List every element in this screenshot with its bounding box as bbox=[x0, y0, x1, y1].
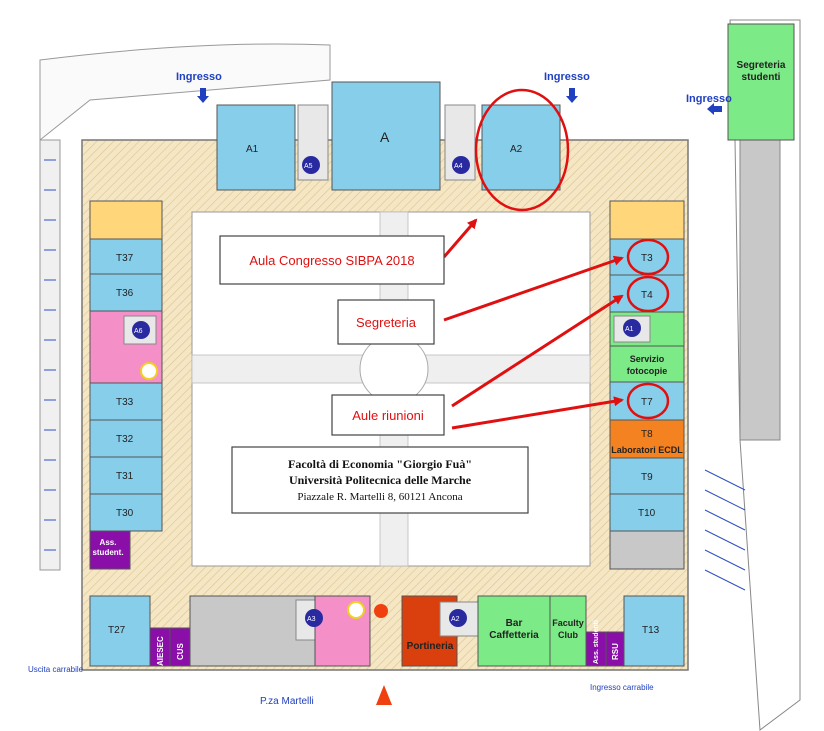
main-entrance-icon bbox=[376, 685, 392, 705]
room-A2 bbox=[481, 104, 561, 191]
entrance-right-label: Ingresso bbox=[686, 93, 732, 105]
room-T10 bbox=[609, 493, 685, 532]
entrance-left-label: Ingresso bbox=[176, 71, 222, 83]
red-highlights bbox=[474, 88, 670, 420]
annotation-boxes bbox=[219, 235, 529, 514]
info-point-icon bbox=[374, 604, 388, 618]
ass-studenti-label: Ass. studenti bbox=[593, 620, 600, 664]
room-A bbox=[331, 81, 441, 191]
room-T33 bbox=[89, 382, 163, 421]
aiesec-label: AIESEC bbox=[156, 636, 165, 666]
cus-label: CUS bbox=[176, 642, 185, 660]
marker-A5-label: A5 bbox=[304, 163, 313, 170]
marker-A1-label: A1 bbox=[625, 326, 634, 333]
room-T36-label: T36 bbox=[116, 288, 134, 299]
room-T30-label: T30 bbox=[116, 508, 134, 519]
room-T33-label: T33 bbox=[116, 397, 134, 408]
room-T4 bbox=[609, 274, 685, 313]
marker-A4-label: A4 bbox=[454, 163, 463, 170]
room-T9-label: T9 bbox=[641, 472, 653, 483]
room-T4-label: T4 bbox=[641, 290, 653, 301]
faculty-name: Facoltà di Economia "Giorgio Fuà" bbox=[288, 457, 472, 471]
portineria-label: Portineria bbox=[407, 641, 454, 652]
square-label: P.za Martelli bbox=[260, 696, 314, 707]
room-A1 bbox=[216, 104, 296, 191]
marker-A2-label: A2 bbox=[451, 616, 460, 623]
segreteria-studenti-block bbox=[727, 23, 795, 141]
address: Piazzale R. Martelli 8, 60121 Ancona bbox=[297, 491, 462, 503]
room-T31-label: T31 bbox=[116, 471, 134, 482]
marker-A3-label: A3 bbox=[307, 616, 316, 623]
red-arrows bbox=[442, 218, 624, 430]
room-T7-label: T7 bbox=[641, 397, 653, 408]
car-entry-label: Ingresso carrabile bbox=[590, 683, 654, 692]
entrance-arrows bbox=[197, 88, 722, 115]
room-T13 bbox=[623, 595, 685, 667]
university-name: Università Politecnica delle Marche bbox=[289, 473, 472, 487]
left-column bbox=[89, 200, 163, 570]
marker-A6-label: A6 bbox=[134, 328, 143, 335]
room-A-label: A bbox=[380, 129, 390, 145]
room-T13-label: T13 bbox=[642, 625, 660, 636]
top-rooms bbox=[216, 81, 561, 191]
room-T27-label: T27 bbox=[108, 625, 126, 636]
room-T10-label: T10 bbox=[638, 508, 656, 519]
room-T37-label: T37 bbox=[116, 253, 134, 264]
room-A1-label: A1 bbox=[246, 144, 259, 155]
ass-student-label: Ass.student. bbox=[92, 538, 123, 557]
clock-icon bbox=[347, 601, 365, 619]
circle-markers bbox=[132, 156, 641, 705]
room-T9 bbox=[609, 457, 685, 495]
room-T3-label: T3 bbox=[641, 253, 653, 264]
room-T8-label: T8 bbox=[641, 429, 653, 440]
room-T32 bbox=[89, 419, 163, 458]
rsu-label: RSU bbox=[611, 643, 620, 660]
clock-icon bbox=[140, 362, 158, 380]
annotation-segreteria: Segreteria bbox=[356, 315, 417, 330]
room-T37 bbox=[89, 238, 163, 275]
laboratori-ecdl-label: Laboratori ECDL bbox=[611, 445, 683, 455]
room-T27 bbox=[89, 595, 151, 667]
entrance-center-label: Ingresso bbox=[544, 71, 590, 83]
surroundings bbox=[39, 19, 801, 731]
room-A2-label: A2 bbox=[510, 144, 523, 155]
bottom-row bbox=[89, 595, 685, 667]
room-T36 bbox=[89, 273, 163, 312]
room-T32-label: T32 bbox=[116, 434, 134, 445]
room-T30 bbox=[89, 493, 163, 532]
exit-label: Uscita carrabile bbox=[28, 665, 84, 674]
annotation-riunioni: Aule riunioni bbox=[352, 408, 424, 423]
annotation-congress: Aula Congresso SIBPA 2018 bbox=[249, 253, 414, 268]
